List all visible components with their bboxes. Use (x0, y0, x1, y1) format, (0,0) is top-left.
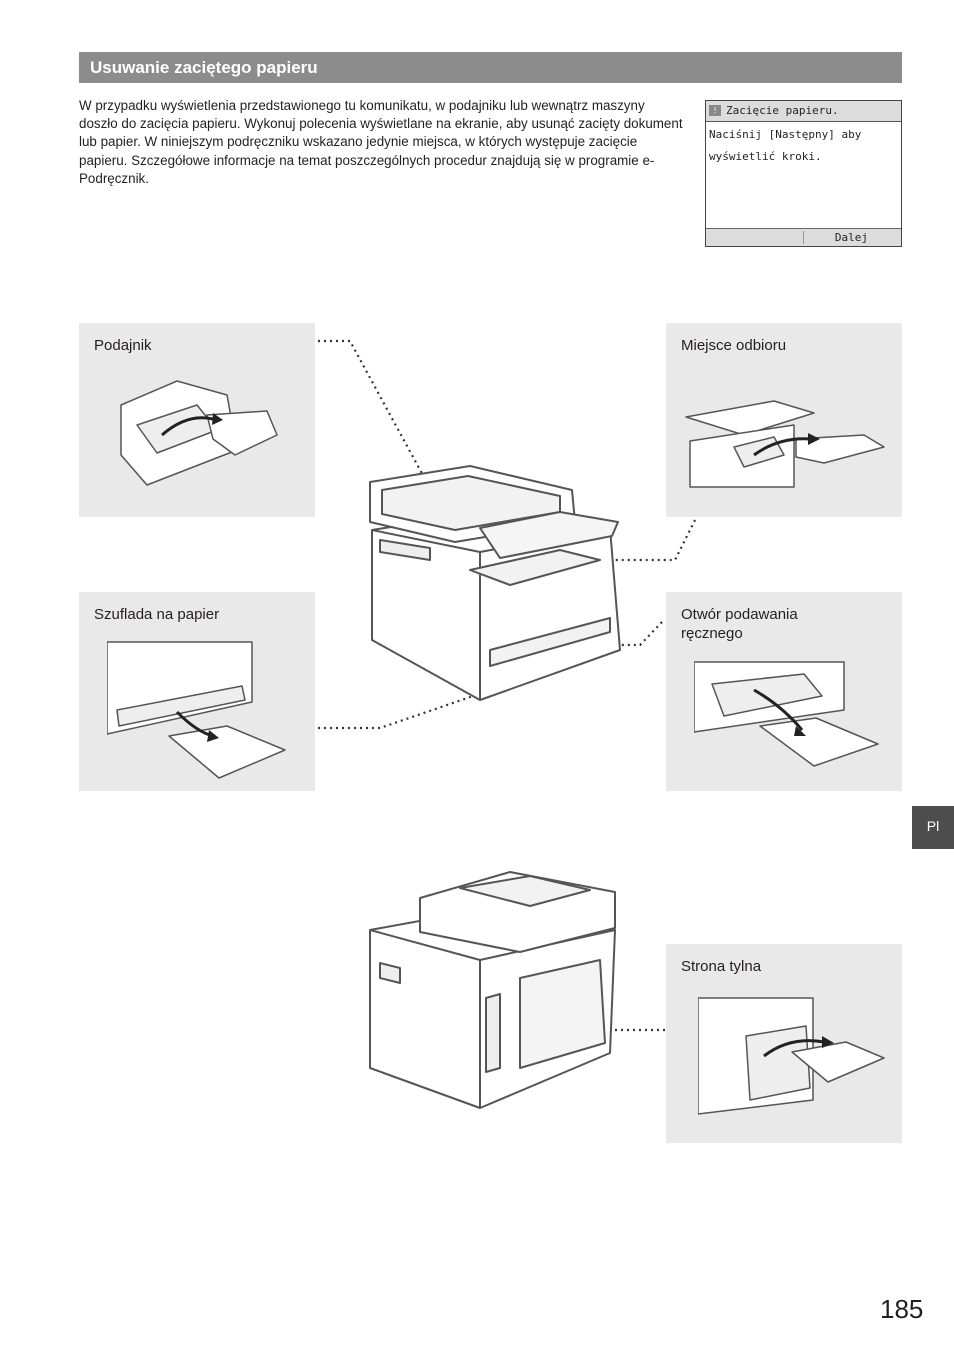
language-tab-label: Pl (926, 818, 940, 834)
lcd-title: Zacięcie papieru. (726, 104, 839, 117)
panel-manual-feed: Otwór podawania ręcznego (666, 592, 902, 791)
lcd-title-bar: ! Zacięcie papieru. (706, 101, 901, 122)
leader-manual (575, 621, 663, 647)
panel-manual-feed-label-line1: Otwór podawania (681, 606, 798, 623)
rear-jam-illustration (698, 997, 885, 1115)
lcd-message-line1: Naciśnij [Następny] aby (709, 128, 862, 141)
panel-output: Miejsce odbioru (666, 323, 902, 517)
panel-rear-label: Strona tylna (681, 958, 762, 975)
panel-feeder: Podajnik (79, 323, 315, 517)
panel-drawer-label: Szuflada na papier (94, 606, 220, 623)
intro-paragraph: W przypadku wyświetlenia przedstawionego… (79, 98, 683, 186)
panel-output-label: Miejsce odbioru (681, 337, 787, 354)
leader-drawer (318, 678, 521, 730)
section-header-bar: Usuwanie zaciętego papieru (79, 52, 902, 83)
panel-drawer: Szuflada na papier (79, 592, 315, 791)
lcd-screen: ! Zacięcie papieru. Naciśnij [Następny] … (705, 100, 902, 247)
drawer-jam-illustration (107, 641, 286, 779)
lcd-next-button[interactable]: Dalej (834, 231, 868, 244)
lcd-footer: Dalej (706, 228, 901, 246)
lcd-message-line2: wyświetlić kroki. (709, 150, 822, 163)
printer-rear-illustration (369, 871, 616, 1109)
lcd-footer-divider (803, 231, 804, 244)
panel-feeder-label: Podajnik (94, 337, 152, 354)
language-tab: Pl (912, 806, 954, 849)
manual-feed-jam-illustration (694, 661, 879, 767)
panel-manual-feed-label-line2: ręcznego (681, 625, 743, 642)
output-jam-illustration (685, 400, 885, 488)
printer-front-illustration (369, 465, 621, 701)
warning-icon: ! (709, 105, 721, 116)
leader-feeder (318, 339, 433, 493)
panel-manual-feed-label: Otwór podawania ręcznego (681, 605, 798, 643)
panel-rear: Strona tylna (666, 944, 902, 1143)
feeder-jam-illustration (120, 380, 278, 486)
section-title: Usuwanie zaciętego papieru (90, 58, 318, 77)
page-number: 185 (880, 1294, 924, 1324)
